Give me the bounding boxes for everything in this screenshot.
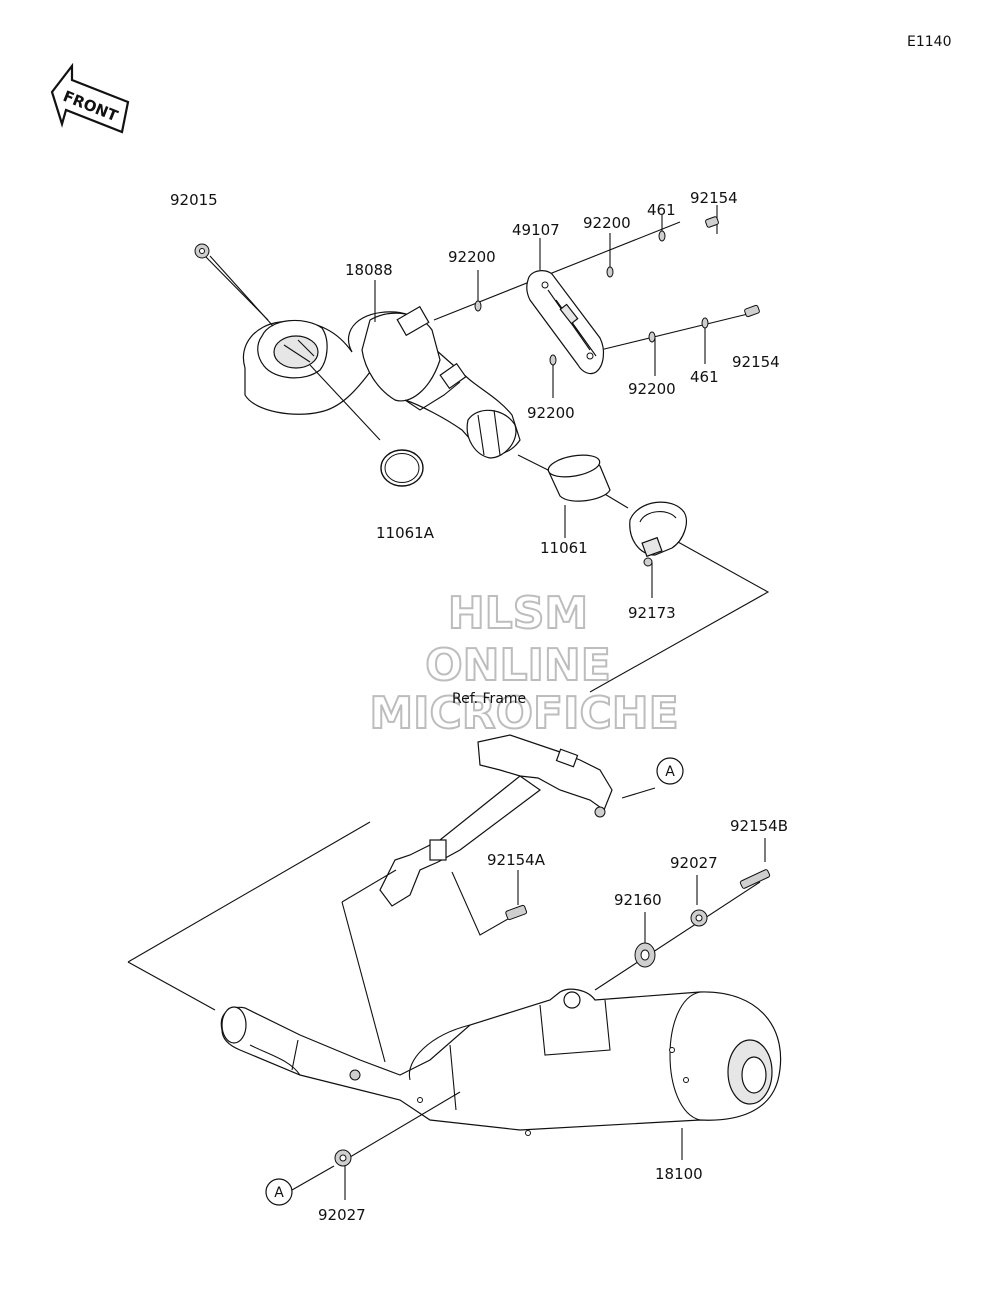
leader-lines-upper [202,205,770,693]
clamp-92173 [629,501,687,567]
part-labels: 92015 18088 92200 49107 92200 461 92154 … [170,189,788,1224]
heat-guard-49107 [526,270,605,375]
watermark-line2: ONLINE [425,640,611,691]
watermark: HLSM ONLINE MICROFICHE [368,587,679,740]
gasket-11061A [380,449,424,487]
ref-frame-label: Ref. Frame [452,691,526,707]
label-92200-c: 92200 [628,380,676,398]
label-461-b: 461 [690,368,719,386]
header-pipe-18088 [242,305,521,459]
label-11061: 11061 [540,539,588,557]
label-92200-d: 92200 [527,404,575,422]
bolt-92154A [505,904,528,921]
label-92154-b: 92154 [732,353,780,371]
label-92200-b: 92200 [583,214,631,232]
svg-text:A: A [665,764,675,780]
label-92027-b: 92027 [318,1206,366,1224]
grommet-92160 [634,942,656,968]
label-49107: 49107 [512,221,560,239]
collar-92027-lower [334,1149,352,1167]
label-92200-a: 92200 [448,248,496,266]
collar-92027-upper [690,909,708,927]
sleeve-11061 [547,454,611,502]
label-18088: 18088 [345,261,393,279]
page-code: E1140 [907,34,951,50]
watermark-line3: MICROFICHE [369,688,678,739]
label-92154A: 92154A [487,851,546,869]
svg-text:A: A [274,1185,284,1201]
watermark-line1: HLSM [448,588,588,639]
label-92160: 92160 [614,891,662,909]
front-arrow-icon: FRONT [50,62,130,134]
reference-circle-a-upper: A [656,757,684,785]
label-92027-a: 92027 [670,854,718,872]
nut-92015 [194,243,210,259]
bolt-92154-upper [705,216,760,318]
muffler-18100 [220,988,782,1136]
bolt-92154B [739,869,771,889]
label-461-a: 461 [647,201,676,219]
leader-lines-lower [127,787,766,1200]
label-92173: 92173 [628,604,676,622]
label-92154B: 92154B [730,817,788,835]
washers-upper [474,230,709,366]
frame-reference [379,734,613,907]
label-18100: 18100 [655,1165,703,1183]
label-92154-a: 92154 [690,189,738,207]
label-92015: 92015 [170,191,218,209]
label-11061A: 11061A [376,524,435,542]
reference-circle-a-lower: A [265,1178,293,1206]
